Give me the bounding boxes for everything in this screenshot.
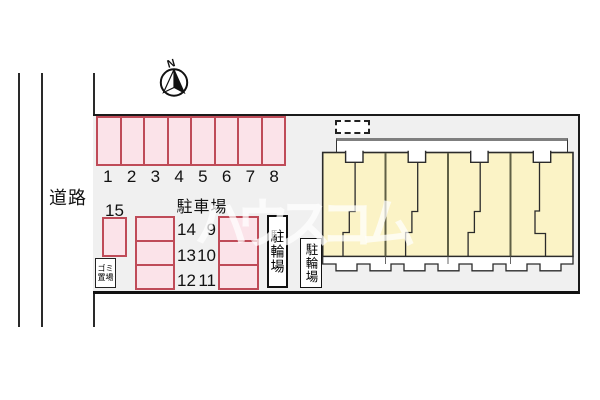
space-number-13: 13 [177, 246, 196, 265]
parking-space [137, 242, 173, 266]
space-number: 8 [269, 167, 279, 186]
parking-space [137, 266, 173, 288]
parking-space [216, 118, 239, 164]
parking-column-right [218, 216, 259, 290]
space-number-9: 9 [206, 220, 216, 239]
space-number: 5 [198, 167, 208, 186]
parking-space [220, 266, 257, 288]
garbage-label-line1: ゴミ [97, 264, 114, 273]
road-line-inner [41, 73, 43, 327]
parking-space [239, 118, 263, 164]
garbage-area: ゴミ 置場 [95, 258, 116, 288]
space-number-14: 14 [177, 220, 196, 239]
bicycle-parking-label: 駐輪場 [269, 229, 286, 274]
road-line-outer [18, 73, 20, 327]
space-number: 7 [245, 167, 256, 186]
parking-column-left [135, 216, 175, 290]
parking-space [98, 118, 122, 164]
parking-space [169, 118, 192, 164]
parking-row-top [96, 116, 286, 166]
parking-lot-label: 駐車場 [176, 199, 228, 216]
parking-space [145, 118, 169, 164]
space-number: 3 [150, 167, 161, 186]
parking-space [122, 118, 145, 164]
parking-space [220, 242, 257, 266]
space-number-11: 11 [198, 271, 216, 290]
parking-space [192, 118, 216, 164]
parking-space [263, 118, 285, 164]
garbage-label-line2: 置場 [97, 273, 114, 282]
space-number-15: 15 [105, 201, 124, 220]
bicycle-parking-inner: 駐輪場 [300, 238, 322, 288]
bicycle-parking-label: 駐輪場 [303, 242, 318, 284]
entrance-dashed-box [335, 120, 370, 134]
space-number: 6 [221, 167, 232, 186]
compass-needle-icon [173, 69, 186, 95]
space-number: 2 [126, 167, 137, 186]
space-number-12: 12 [177, 271, 196, 290]
space-number: 4 [174, 167, 184, 186]
north-label: N [166, 57, 177, 71]
building-corridor [336, 138, 568, 153]
compass-needle-icon [162, 69, 175, 94]
road-label: 道路 [49, 188, 87, 208]
bicycle-parking-outer: 駐輪場 [267, 215, 288, 288]
parking-space-15 [102, 217, 127, 257]
parking-row-numbers: 1 2 3 4 5 6 7 8 [96, 167, 286, 186]
parking-space [137, 218, 173, 242]
parking-space [220, 218, 257, 242]
space-number-10: 10 [197, 246, 216, 265]
space-number: 1 [103, 167, 113, 186]
compass-circle [159, 68, 189, 97]
